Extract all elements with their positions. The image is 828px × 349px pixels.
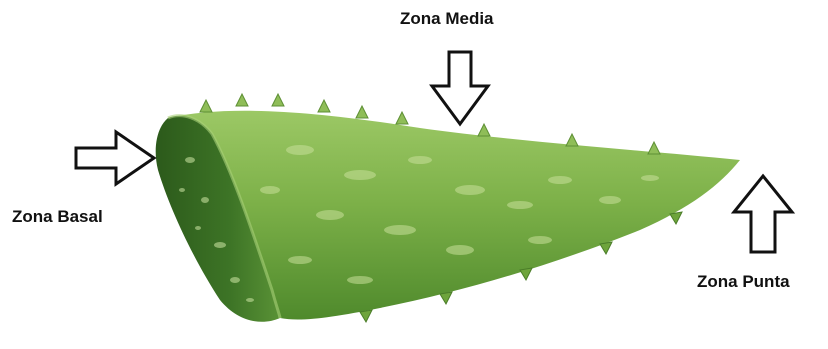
arrow-up-icon — [734, 176, 792, 252]
arrow-right-icon — [76, 132, 154, 184]
arrow-down-icon — [432, 52, 488, 124]
zona-media-label: Zona Media — [400, 10, 494, 27]
zona-punta-label: Zona Punta — [697, 273, 790, 290]
zona-basal-label: Zona Basal — [12, 208, 103, 225]
